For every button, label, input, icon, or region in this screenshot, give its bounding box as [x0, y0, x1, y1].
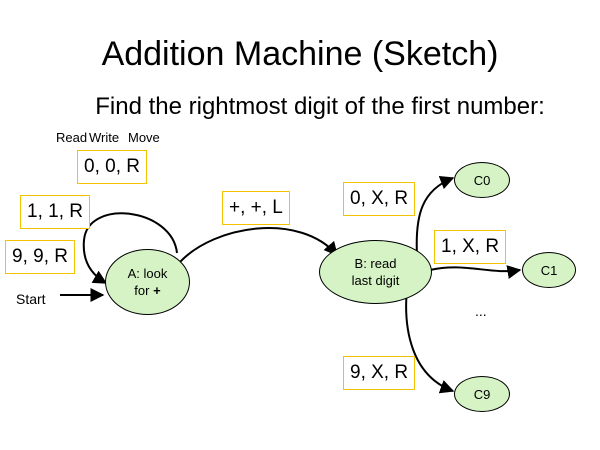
c0-edge-label: 0, X, R — [343, 182, 416, 216]
loop-label-0: 0, 0, R — [77, 150, 147, 184]
state-c0: C0 — [454, 162, 510, 198]
state-b: B: read last digit — [319, 240, 432, 304]
state-b-line2: last digit — [351, 273, 400, 288]
slide-title: Addition Machine (Sketch) — [101, 35, 499, 73]
state-c1: C1 — [522, 252, 576, 288]
state-a: A: look for + — [105, 249, 190, 315]
b-to-c0-edge — [415, 176, 455, 256]
state-a-line2: for — [134, 283, 154, 298]
a-to-b-edge — [179, 227, 338, 263]
loop-ellipsis: ... — [41, 229, 53, 245]
self-loop-edge — [82, 212, 178, 284]
b-to-c1-edge — [429, 265, 522, 279]
start-label: Start — [16, 291, 46, 307]
c1-edge-label: 1, X, R — [434, 230, 507, 264]
loop-label-1: 1, 1, R — [20, 195, 90, 229]
state-a-plus: + — [153, 283, 161, 298]
b-to-c9-edge — [405, 287, 455, 394]
state-b-line1: B: read — [354, 256, 397, 271]
move-header: Move — [128, 130, 160, 145]
c9-edge-label: 9, X, R — [343, 356, 416, 390]
state-c9: C9 — [454, 376, 510, 412]
loop-label-9: 9, 9, R — [5, 240, 75, 274]
a-to-b-label: +, +, L — [222, 191, 290, 225]
slide-subtitle: Find the rightmost digit of the first nu… — [95, 93, 545, 120]
state-a-line1: A: look — [127, 266, 168, 281]
write-header: Write — [89, 130, 120, 145]
read-header: Read — [56, 130, 88, 145]
more-states-ellipsis: ... — [475, 303, 487, 319]
